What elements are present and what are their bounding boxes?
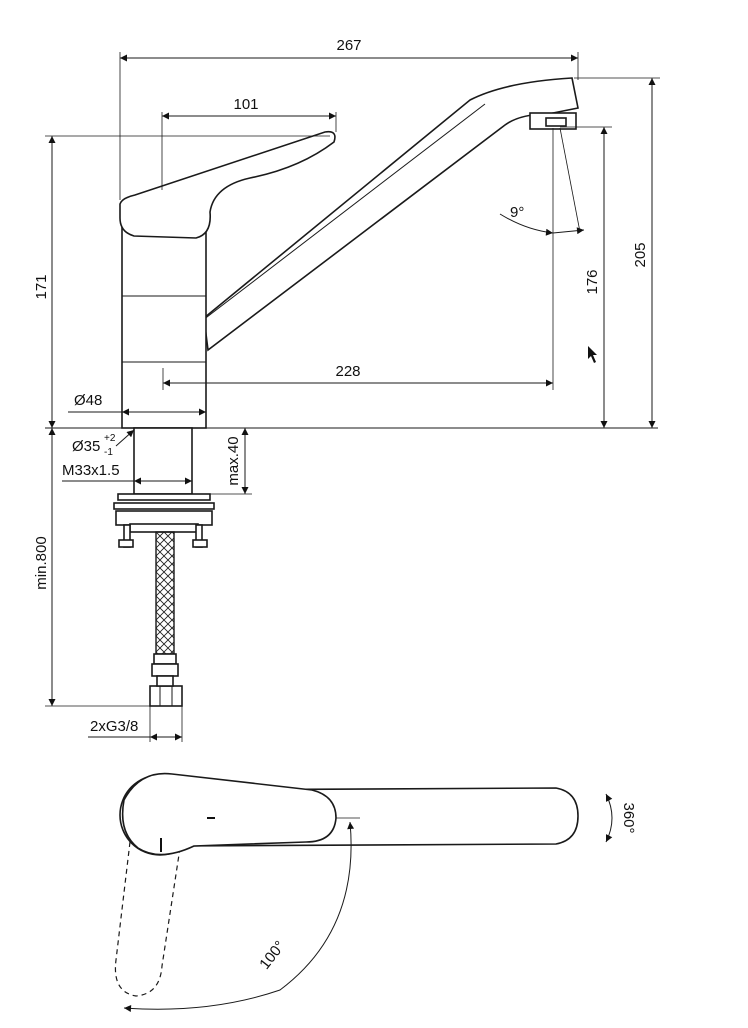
aerator-outlet (545, 117, 567, 127)
dim-hole-tol-minus: -1 (104, 447, 113, 458)
dim-hole-diameter-label: Ø35 (72, 438, 100, 455)
lever-handle (119, 130, 336, 239)
dim-body-diameter: Ø48 (68, 392, 206, 416)
dim-hole-diameter: Ø35 +2 -1 (72, 429, 135, 458)
dim-lever-rotation-label: 100° (256, 938, 289, 973)
dim-outlet-height-label: 176 (584, 269, 601, 294)
spout (203, 77, 579, 352)
dim-thread-label: M33x1.5 (62, 462, 120, 479)
dim-overall-length: 267 (119, 37, 579, 200)
braided-hose (155, 531, 175, 655)
mouse-pointer-icon (588, 346, 597, 363)
stud-left-nut (118, 539, 134, 548)
fixing-plate (115, 510, 213, 526)
dim-connection-label: 2xG3/8 (90, 718, 138, 735)
dim-body-height: 171 (33, 135, 330, 428)
dim-swivel-range: 360° (605, 793, 637, 843)
washer-upper (117, 493, 211, 501)
dim-spray-angle: 9° (499, 127, 585, 236)
side-view: 267 101 205 176 171 (33, 37, 660, 742)
dim-total-height-label: 205 (632, 242, 649, 267)
hose-ferrule-ring (151, 663, 179, 677)
hose-ferrule (153, 653, 177, 665)
dim-outlet-height: 176 (560, 126, 612, 428)
stud-right-nut (192, 539, 208, 548)
dim-body-diameter-label: Ø48 (74, 392, 102, 409)
dim-lever-length: 101 (161, 96, 337, 190)
dim-lever-length-label: 101 (233, 96, 258, 113)
dim-spray-angle-label: 9° (510, 204, 524, 221)
hose-nut (149, 685, 183, 707)
washer-lower (113, 502, 215, 510)
dim-thread: M33x1.5 (62, 462, 192, 485)
dim-body-height-label: 171 (33, 274, 50, 299)
lever-rotated-outline (114, 841, 181, 997)
dim-spout-reach: 228 (162, 128, 554, 390)
dim-connection: 2xG3/8 (88, 706, 183, 742)
dim-hose-length: min.800 (33, 428, 150, 707)
dim-hole-tol-plus: +2 (104, 433, 116, 444)
spout-inner-line (189, 103, 486, 331)
dim-max-worktop-label: max.40 (225, 436, 242, 485)
faucet-body (121, 225, 207, 429)
dim-max-worktop: max.40 (205, 428, 252, 495)
lever-top (121, 772, 337, 856)
fixing-nut (129, 523, 199, 533)
dim-spout-reach-label: 228 (335, 363, 360, 380)
dim-total-height: 205 (574, 77, 660, 428)
dim-hose-length-label: min.800 (33, 536, 50, 589)
hose-neck (156, 675, 174, 687)
dim-swivel-range-label: 360° (620, 802, 637, 833)
top-view: 100° 360° (114, 772, 637, 1012)
shank (133, 427, 193, 495)
dim-overall-length-label: 267 (336, 37, 361, 54)
